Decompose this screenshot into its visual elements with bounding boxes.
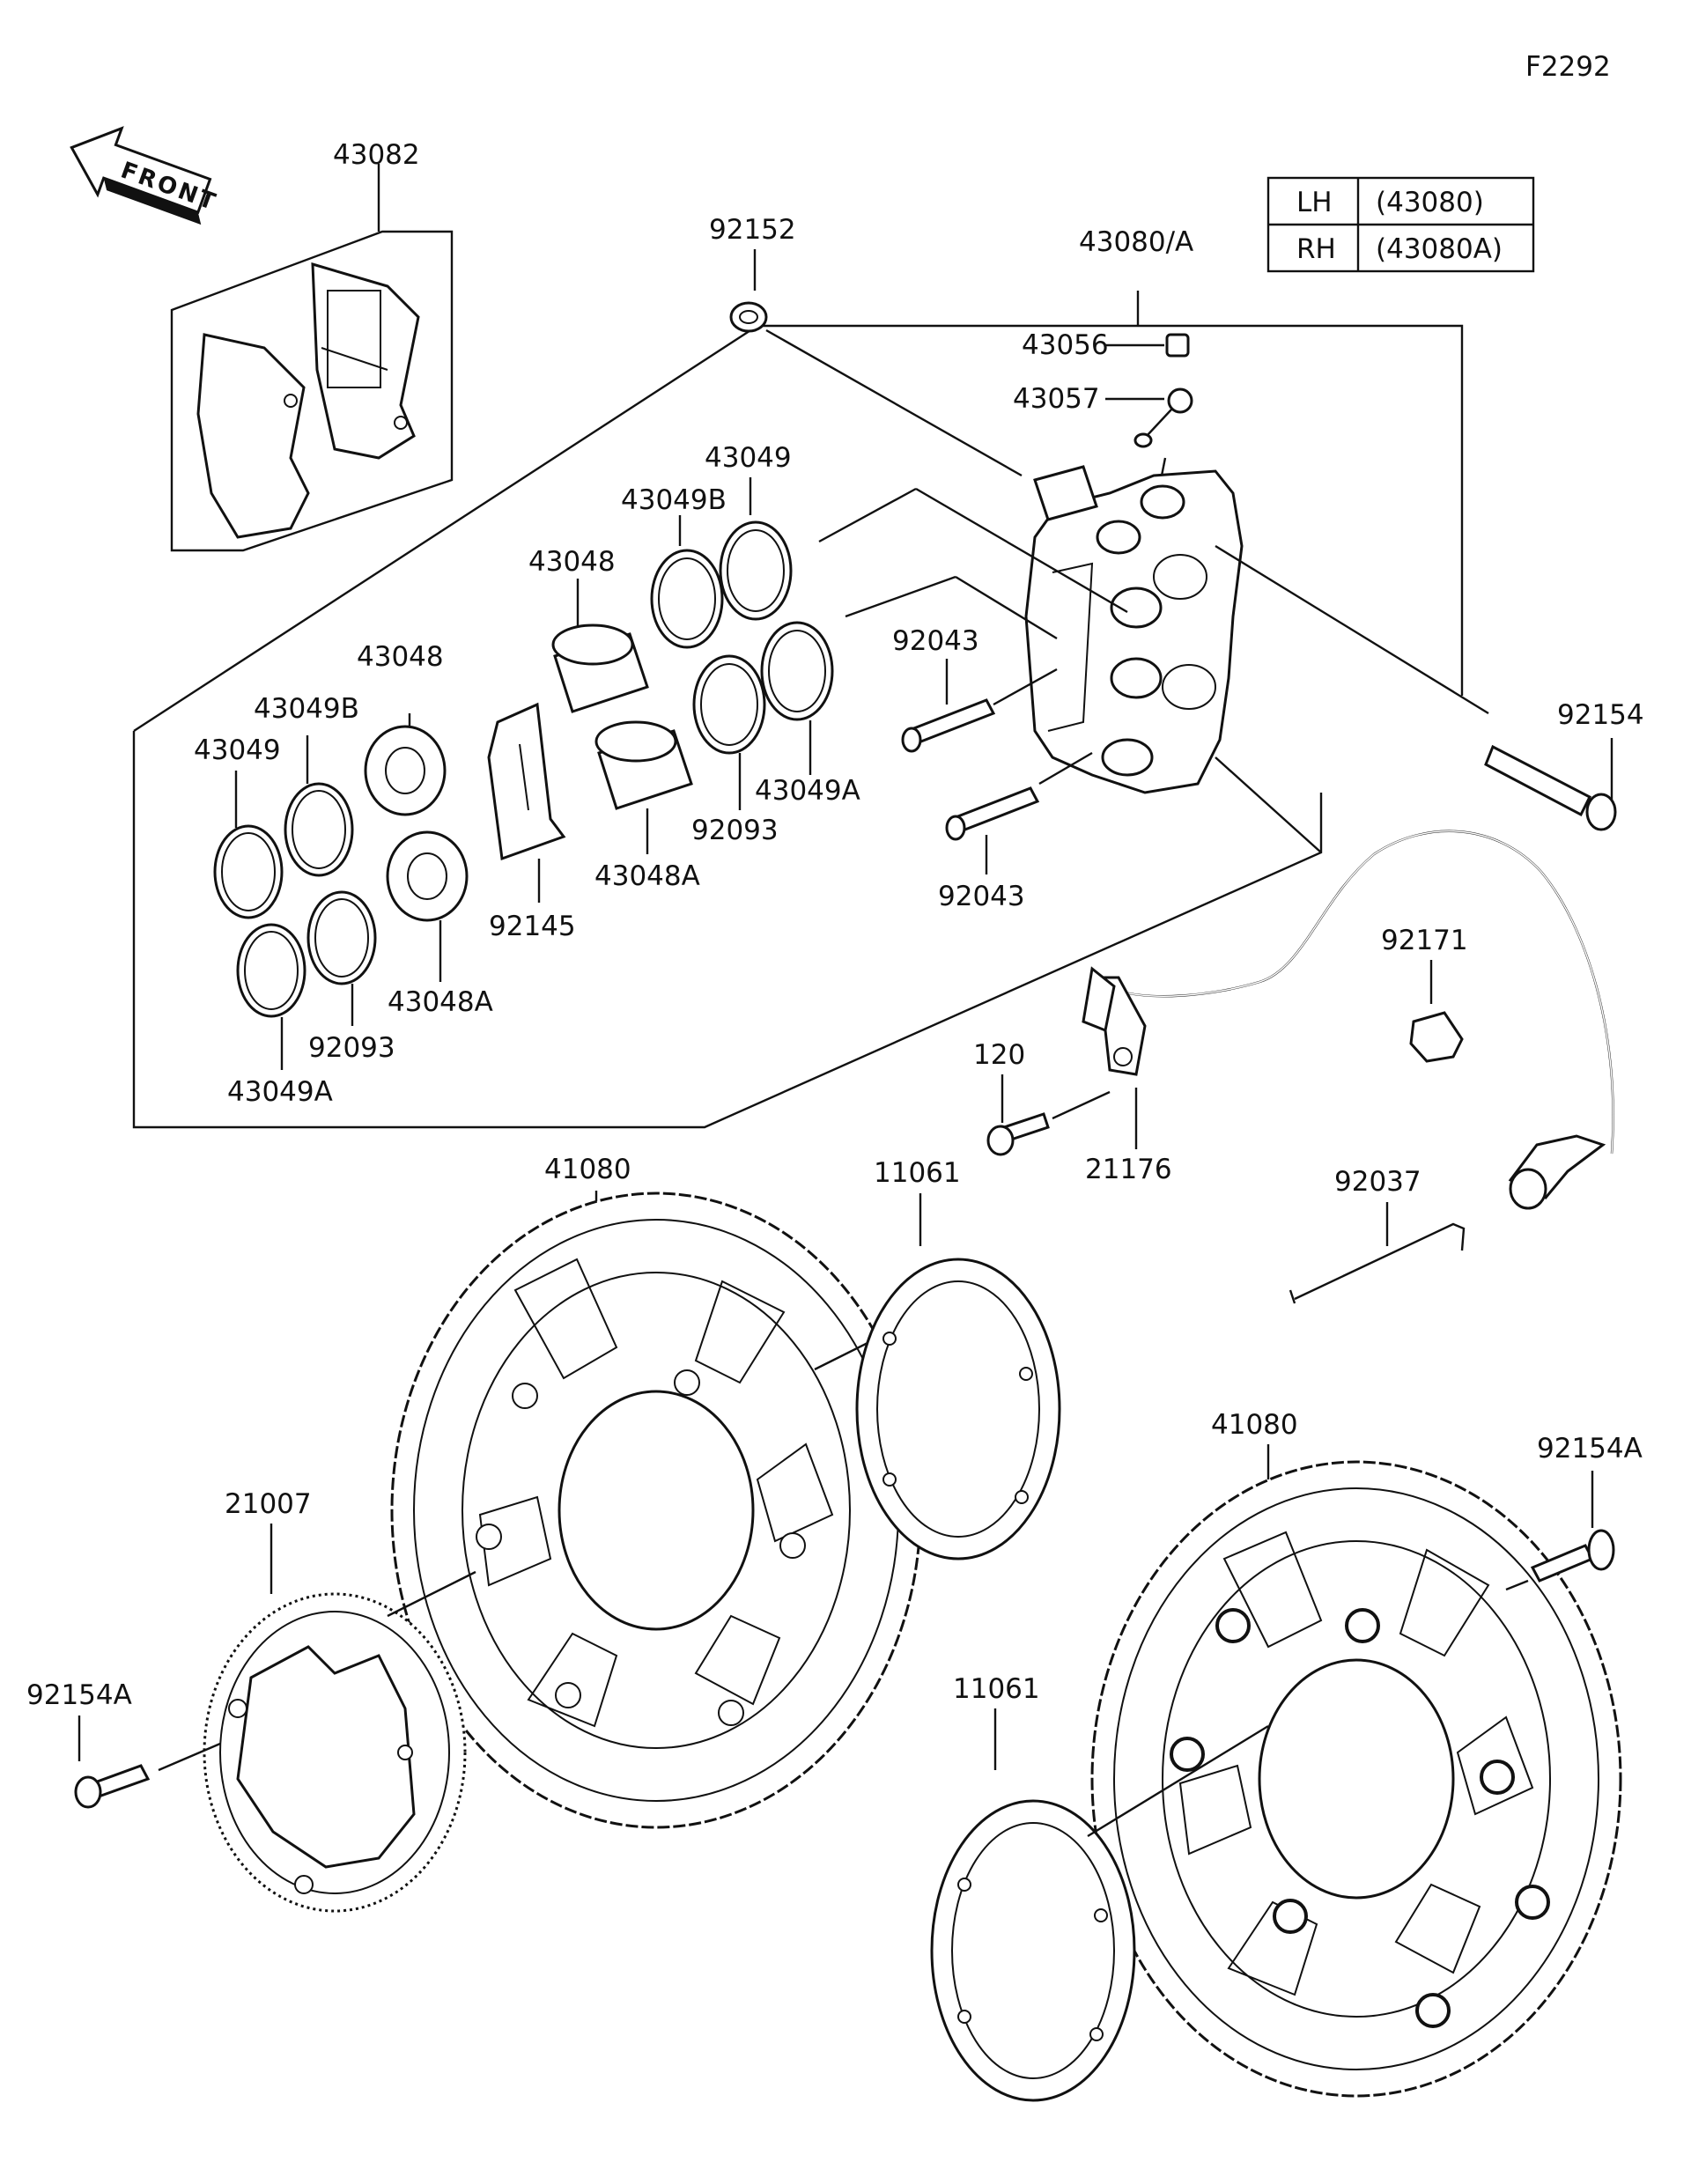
label-92154A-right: 92154A (1537, 1433, 1643, 1465)
label-43080A: 43080/A (1079, 226, 1193, 258)
label-92154A-left: 92154A (26, 1679, 132, 1711)
spacer-11061-top (855, 1258, 1061, 1561)
bleed-cap-92152 (729, 301, 768, 333)
table-side-lh: LH (1296, 187, 1333, 218)
rotor-bolt-left-92154A (74, 1764, 151, 1809)
label-41080-left: 41080 (544, 1154, 631, 1185)
seal-43049B-top (650, 549, 724, 649)
sensor-rotor-21007 (203, 1592, 467, 1913)
pad-pin-lower-92043 (945, 786, 1040, 841)
bleeder-cap-43057 (1133, 387, 1193, 448)
piston-43048-left (364, 725, 447, 816)
brake-disc-right-41080 (1090, 1460, 1622, 2098)
label-43048A-left: 43048A (388, 986, 493, 1018)
bleeder-valve-43056 (1165, 333, 1190, 358)
label-21007: 21007 (225, 1488, 312, 1520)
label-11061-top: 11061 (874, 1157, 961, 1189)
seal-92093-center (692, 654, 766, 755)
label-43048-top: 43048 (528, 546, 616, 578)
label-92152: 92152 (709, 214, 796, 246)
piston-43048-top (551, 623, 649, 713)
label-92037: 92037 (1334, 1166, 1421, 1198)
label-92145: 92145 (489, 911, 576, 942)
disc-bolt-right-92154A (1530, 1529, 1615, 1583)
label-43049A-left: 43049A (227, 1076, 333, 1108)
sensor-bolt-120 (986, 1112, 1050, 1156)
clip-92037 (1289, 1222, 1466, 1304)
caliper-bolt-92154 (1484, 744, 1617, 831)
piston-43048A-center (594, 720, 693, 810)
brake-disc-left-41080 (390, 1192, 922, 1829)
spacer-11061-bottom (930, 1799, 1136, 2102)
brake-caliper-body (1024, 465, 1244, 794)
table-part-rh: (43080A) (1376, 233, 1503, 265)
label-120: 120 (973, 1039, 1025, 1071)
label-43049B-top: 43049B (621, 484, 727, 516)
side-table: LH (43080) RH (43080A) (1266, 176, 1535, 273)
label-43048-left: 43048 (357, 641, 444, 673)
label-92043-lower: 92043 (938, 881, 1025, 912)
label-92093-center: 92093 (691, 815, 779, 846)
label-11061-bottom: 11061 (953, 1673, 1040, 1705)
front-arrow-icon: FRONT (70, 126, 221, 225)
pad-spring-92145 (487, 702, 566, 861)
seal-43049-left (213, 824, 284, 919)
label-43057: 43057 (1013, 383, 1100, 415)
label-92093-left: 92093 (308, 1032, 395, 1064)
label-92171: 92171 (1381, 925, 1468, 956)
label-43049-left: 43049 (194, 734, 281, 766)
brake-pad-set (170, 164, 454, 552)
label-21176: 21176 (1085, 1154, 1172, 1185)
seal-43049A-left (236, 923, 306, 1018)
figure-code: F2292 (1525, 51, 1611, 83)
sensor-clamp-92171 (1409, 1011, 1464, 1063)
label-92154: 92154 (1557, 699, 1644, 731)
table-side-rh: RH (1296, 233, 1336, 265)
table-part-lh: (43080) (1376, 187, 1484, 218)
label-43049B-left: 43049B (254, 693, 359, 725)
seal-92093-left (306, 890, 377, 985)
label-41080-right: 41080 (1211, 1409, 1298, 1441)
label-43056: 43056 (1022, 329, 1109, 361)
abs-sensor-21176 (1082, 830, 1614, 1210)
label-43049-top: 43049 (705, 442, 792, 474)
piston-43048A-left (386, 830, 469, 922)
label-92043-upper: 92043 (892, 625, 979, 657)
label-43049A-center: 43049A (755, 775, 860, 807)
seal-43049A-center (760, 621, 834, 721)
label-43082: 43082 (333, 139, 420, 171)
pad-pin-upper-92043 (901, 698, 996, 753)
label-43048A-center: 43048A (594, 860, 700, 892)
seal-43049B-left (284, 782, 354, 877)
seal-43049-top (719, 520, 793, 621)
